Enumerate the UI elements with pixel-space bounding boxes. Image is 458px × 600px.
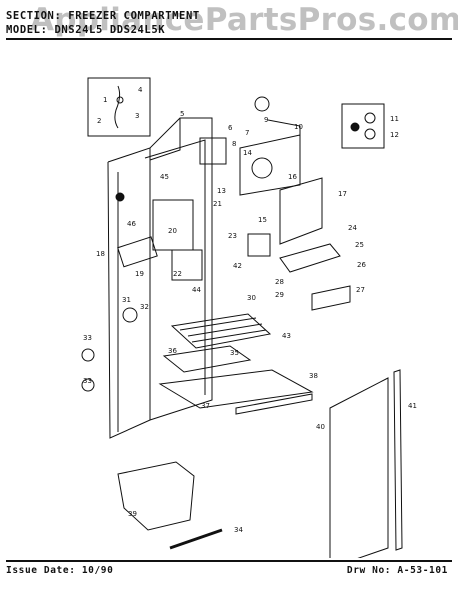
callout-7: 7 bbox=[245, 129, 249, 137]
knob-9 bbox=[254, 96, 270, 112]
callout-43: 43 bbox=[282, 332, 291, 340]
callout-30: 30 bbox=[247, 294, 256, 302]
callout-5: 5 bbox=[180, 110, 184, 118]
bracket-10 bbox=[267, 119, 301, 136]
light-housing-18 bbox=[117, 236, 158, 268]
part-33b bbox=[81, 378, 95, 392]
callout-26: 26 bbox=[357, 261, 366, 269]
callout-38: 38 bbox=[309, 372, 318, 380]
door-panel-40 bbox=[329, 377, 389, 558]
part-marker-circle bbox=[115, 192, 125, 202]
duct-27 bbox=[311, 285, 351, 311]
shelf-37 bbox=[158, 369, 314, 409]
callout-21: 21 bbox=[213, 200, 222, 208]
callout-45: 45 bbox=[160, 173, 169, 181]
callout-1: 1 bbox=[103, 96, 107, 104]
callout-36: 36 bbox=[168, 347, 177, 355]
callout-37: 37 bbox=[201, 402, 210, 410]
model-header: MODEL: DNS24L5 DDS24L5K bbox=[6, 24, 165, 36]
callout-6: 6 bbox=[228, 124, 233, 132]
callout-40: 40 bbox=[316, 423, 325, 431]
fan-motor-23 bbox=[247, 233, 271, 257]
detail-wire bbox=[114, 85, 121, 129]
drawing-number: Drw No: A-53-101 bbox=[346, 565, 448, 576]
model-value: DNS24L5 DDS24L5K bbox=[54, 24, 166, 36]
callout-35: 35 bbox=[230, 349, 239, 357]
callout-25: 25 bbox=[355, 241, 364, 249]
callout-29: 29 bbox=[275, 291, 284, 299]
callout-28: 28 bbox=[275, 278, 284, 286]
panel-22 bbox=[171, 249, 203, 281]
trim-41 bbox=[393, 369, 403, 551]
callout-33b: 33 bbox=[83, 377, 92, 385]
callout-4: 4 bbox=[138, 86, 143, 94]
callout-10: 10 bbox=[294, 123, 303, 131]
detail-inset-1-4 bbox=[87, 77, 151, 137]
callout-34: 34 bbox=[234, 526, 243, 534]
part-marker-circle-2 bbox=[350, 122, 360, 132]
part-11 bbox=[364, 112, 376, 124]
callout-20: 20 bbox=[168, 227, 177, 235]
callout-2: 2 bbox=[97, 117, 101, 125]
model-label: MODEL: bbox=[6, 24, 48, 36]
section-header: SECTION: FREEZER COMPARTMENT bbox=[6, 10, 200, 22]
callout-9: 9 bbox=[264, 116, 268, 124]
callout-33a: 33 bbox=[83, 334, 92, 342]
callout-12: 12 bbox=[390, 131, 399, 139]
callout-15: 15 bbox=[258, 216, 267, 224]
callout-14: 14 bbox=[243, 149, 252, 157]
control-dial bbox=[251, 157, 273, 179]
basket-35 bbox=[162, 345, 252, 373]
callout-16: 16 bbox=[288, 173, 297, 181]
issue-date: Issue Date: 10/90 bbox=[6, 565, 114, 576]
callout-17: 17 bbox=[338, 190, 347, 198]
rear-panel-17 bbox=[279, 177, 323, 245]
bin-39 bbox=[117, 461, 195, 531]
part-33a bbox=[81, 348, 95, 362]
section-value: FREEZER COMPARTMENT bbox=[68, 10, 200, 22]
callout-22: 22 bbox=[173, 270, 182, 278]
callout-24: 24 bbox=[348, 224, 357, 232]
exploded-parts-diagram: 4 1 3 2 5 6 7 8 9 10 11 12 13 14 15 16 1… bbox=[81, 77, 417, 558]
header-rule bbox=[6, 38, 452, 40]
callout-19: 19 bbox=[135, 270, 144, 278]
callout-18: 18 bbox=[96, 250, 105, 258]
part-12 bbox=[364, 128, 376, 140]
fan-bracket-24 bbox=[279, 243, 341, 273]
callout-23: 23 bbox=[228, 232, 237, 240]
section-label: SECTION: bbox=[6, 10, 62, 22]
callout-11: 11 bbox=[390, 115, 399, 123]
callout-3: 3 bbox=[135, 112, 139, 120]
callout-13: 13 bbox=[217, 187, 226, 195]
bracket-5 bbox=[199, 137, 227, 165]
watermark: AppliancePartsPros.com bbox=[30, 2, 458, 38]
callout-8: 8 bbox=[232, 140, 236, 148]
callout-46: 46 bbox=[127, 220, 136, 228]
trim-38 bbox=[235, 393, 313, 415]
trim-34 bbox=[169, 528, 223, 550]
callout-32: 32 bbox=[140, 303, 149, 311]
callout-31: 31 bbox=[122, 296, 131, 304]
part-31 bbox=[122, 307, 138, 323]
callout-44: 44 bbox=[192, 286, 201, 294]
freezer-cabinet bbox=[107, 117, 213, 439]
callout-39: 39 bbox=[128, 510, 137, 518]
callout-42: 42 bbox=[233, 262, 242, 270]
callout-27: 27 bbox=[356, 286, 365, 294]
footer-rule bbox=[6, 560, 452, 562]
shelf-43 bbox=[170, 313, 272, 349]
callout-41: 41 bbox=[408, 402, 417, 410]
shelf-wires bbox=[179, 317, 267, 343]
evaporator-cover-20 bbox=[152, 199, 194, 251]
control-plate-16 bbox=[239, 134, 301, 196]
detail-inset-11-12 bbox=[341, 103, 385, 149]
detail-screw bbox=[116, 96, 124, 104]
